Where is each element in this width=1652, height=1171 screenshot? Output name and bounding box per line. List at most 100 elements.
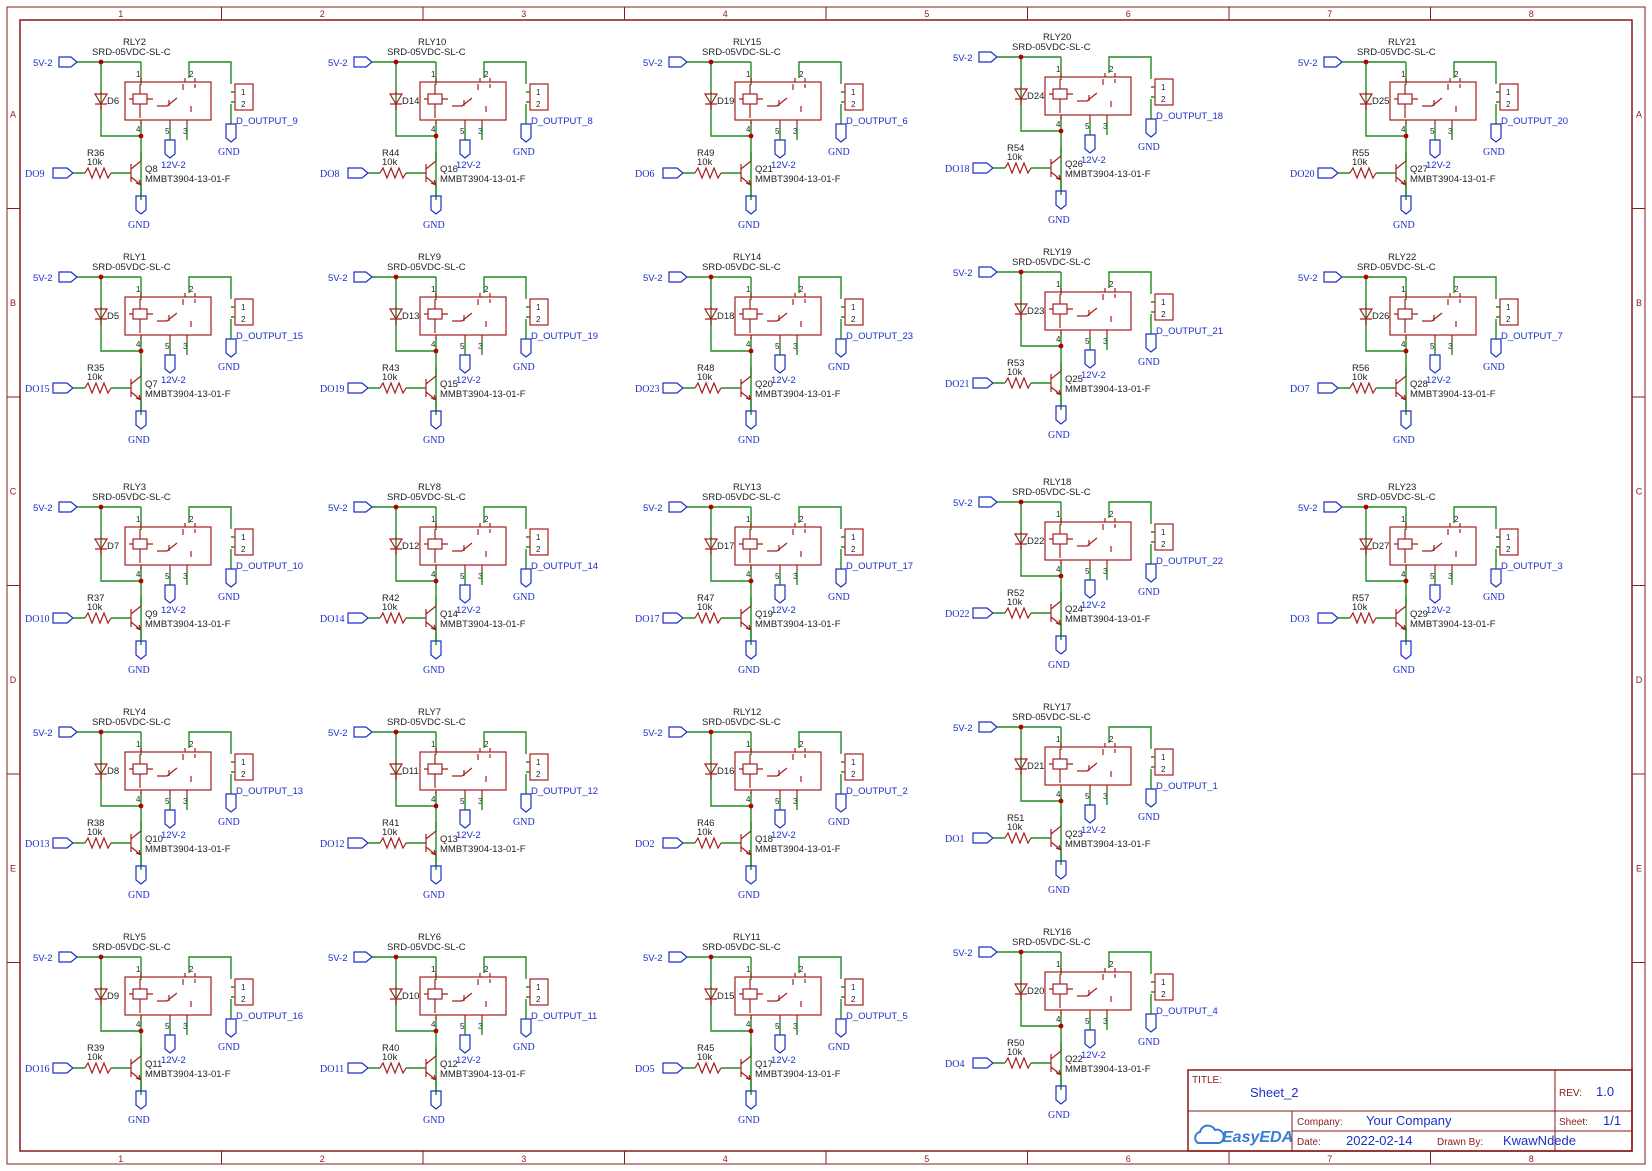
output-gnd-label: GND [828,362,850,373]
vcc5-net-label: 5V-2 [643,728,663,739]
relay-pin-3: 3 [478,797,483,806]
relay-contact [1077,524,1116,552]
output-net-label: D_OUTPUT_17 [846,561,913,572]
relay-pin-leads [140,523,196,571]
vcc12-port-flag [164,1034,176,1054]
date-label: Date: [1297,1137,1321,1148]
cloud-icon [1194,1124,1225,1144]
input-net-label: DO15 [25,384,49,395]
relay-pin-2: 2 [189,965,194,974]
vcc12-net-label: 12V-2 [771,1055,796,1066]
vcc12-port-flag [164,584,176,604]
resistor-designator: R51 [1007,813,1024,824]
connector-pin-1: 1 [536,88,541,97]
vcc12-net-label: 12V-2 [1426,160,1451,171]
input-net-label: DO1 [945,834,964,845]
output-gnd-flag [1490,123,1502,143]
grid-col-bottom-2: 2 [320,1154,325,1164]
input-port-flag [347,837,369,849]
npn-transistor-symbol [1050,600,1062,626]
vcc-coil-wire [687,276,752,415]
relay-pin-5: 5 [165,1022,170,1031]
coil-12v-wire [779,126,798,140]
relay-designator: RLY12 [733,707,761,718]
junction-dot [1018,54,1024,60]
vcc12-port-flag [459,354,471,374]
relay-part-number: SRD-05VDC-SL-C [702,942,781,953]
resistor-designator: R50 [1007,1038,1024,1049]
relay-pin-3: 3 [1103,122,1108,131]
output-gnd-label: GND [513,817,535,828]
resistor-value: 10k [1007,822,1023,833]
transistor-designator: Q23 [1065,829,1083,840]
emitter-gnd-label: GND [423,435,445,446]
resistor-value: 10k [87,372,103,383]
relay-pin-5: 5 [775,342,780,351]
junction-dot [433,1028,439,1034]
connector-leads [526,761,530,773]
transistor-part-number: MMBT3904-13-01-F [1410,389,1496,400]
relay-pin-leads [1060,73,1116,121]
relay-designator: RLY11 [733,932,761,943]
connector-leads [231,536,235,548]
diode-designator: D19 [717,96,734,107]
relay-pin-1: 1 [1056,960,1061,969]
input-net-label: DO3 [1290,614,1309,625]
junction-dot [748,348,754,354]
relay-pin-5: 5 [775,1022,780,1031]
output-gnd-label: GND [1483,147,1505,158]
diode-designator: D15 [717,991,734,1002]
junction-dot [98,59,104,65]
connector-pin-1: 1 [241,533,246,542]
resistor-value: 10k [382,602,398,613]
base-resistor-symbol [1004,376,1032,390]
vcc5-port-flag [353,726,373,738]
connector-pin-1: 1 [851,983,856,992]
emitter-gnd-flag [745,195,757,215]
vcc12-port-flag [1084,1029,1096,1049]
vcc5-net-label: 5V-2 [643,953,663,964]
input-net-label: DO23 [635,384,659,395]
relay-contact [1077,749,1116,777]
output-wire [188,731,232,794]
relay-pin-leads [435,523,491,571]
flyback-diode-symbol [93,762,109,780]
vcc5-net-label: 5V-2 [33,503,53,514]
relay-pin-5: 5 [775,572,780,581]
junction-dot [433,578,439,584]
connector-pin-1: 1 [1161,528,1166,537]
junction-dot [138,133,144,139]
transistor-designator: Q26 [1065,159,1083,170]
flyback-diode-symbol [1013,532,1029,550]
title-label: TITLE: [1192,1075,1222,1086]
output-wire [1108,951,1152,1014]
emitter-gnd-flag [745,640,757,660]
emitter-gnd-flag [430,640,442,660]
base-resistor-symbol [1004,606,1032,620]
input-net-label: DO21 [945,379,969,390]
flyback-diode-symbol [388,537,404,555]
relay-pin-1: 1 [136,515,141,524]
vcc-coil-wire [77,61,142,200]
diode-designator: D17 [717,541,734,552]
relay-pin-2: 2 [189,515,194,524]
output-gnd-flag [835,1018,847,1038]
relay-designator: RLY10 [418,37,446,48]
connector-pin-1: 1 [1161,298,1166,307]
diode-designator: D20 [1027,986,1044,997]
connector-pin-2: 2 [241,315,246,324]
connector-pin-2: 2 [241,545,246,554]
relay-pin-3: 3 [1103,792,1108,801]
emitter-gnd-label: GND [1048,1110,1070,1121]
vcc5-net-label: 5V-2 [1298,58,1318,69]
relay-pin-3: 3 [793,1022,798,1031]
coil-12v-wire [779,1021,798,1035]
relay-pin-4: 4 [136,795,141,804]
emitter-gnd-flag [135,1090,147,1110]
relay-pin-leads [140,748,196,796]
relay-pin-3: 3 [183,1022,188,1031]
connector-pin-2: 2 [536,100,541,109]
emitter-gnd-flag [1055,1085,1067,1105]
